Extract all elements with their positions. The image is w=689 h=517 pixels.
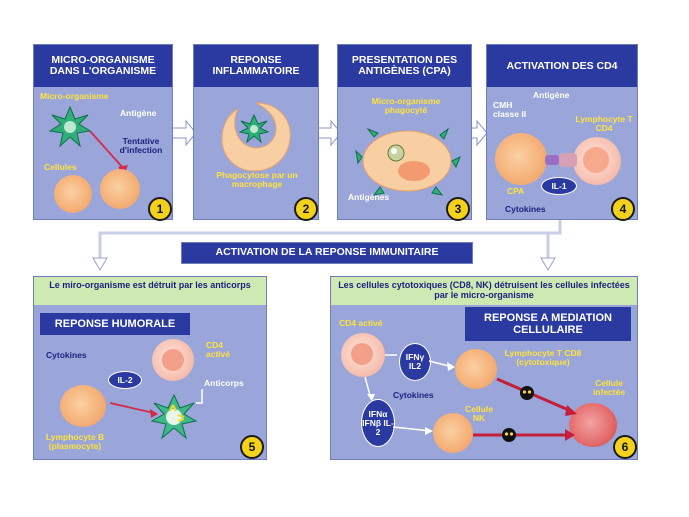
cd4-activated-label: CD4 activé: [339, 318, 383, 328]
panel-title: REPONSE A MEDIATION CELLULAIRE: [465, 307, 631, 341]
cytokines-label: Cytokines: [46, 350, 87, 360]
antibody-attack-icon: [109, 389, 203, 440]
lymphocyte-b-label: Lymphocyte B (plasmocyte): [45, 432, 105, 451]
antibodies-label: Anticorps: [204, 378, 244, 388]
cytokines-label: Cytokines: [505, 204, 546, 214]
immune-response-banner: ACTIVATION DE LA REPONSE IMMUNITAIRE: [181, 242, 473, 264]
panel-title: ACTIVATION DES CD4: [487, 45, 637, 87]
arrow-to-panel6: [540, 257, 556, 271]
cell-nucleus: [351, 343, 373, 365]
microorganism-label: Micro-organisme: [40, 91, 109, 101]
panel-intro-band: Le miro-organisme est détruit par les an…: [34, 277, 266, 305]
panel-intro-band: Les cellules cytotoxiques (CD8, NK) détr…: [331, 277, 637, 305]
step-number-badge: 2: [294, 197, 318, 221]
phagocytosis-caption: Phagocytose par un macrophage: [216, 170, 298, 189]
panel-title: MICRO-ORGANISME DANS L'ORGANISME: [34, 45, 172, 87]
ifn-il2-badge: IFNγ IL2: [399, 343, 431, 381]
lymphocyte-cd8-label: Lymphocyte T CD8 (cytotoxique): [504, 348, 582, 367]
panel-title: PRESENTATION DES ANTIGÈNES (CPA): [338, 45, 471, 87]
panel-title: REPONSE INFLAMMATOIRE: [194, 45, 318, 87]
cpa-label: CPA: [507, 186, 525, 196]
step-number-badge: 5: [240, 435, 264, 459]
il2-badge: IL-2: [108, 371, 142, 389]
panel-inflammatory-response: REPONSE INFLAMMATOIRE Phagocytose par un…: [193, 44, 319, 221]
cell-nucleus: [162, 349, 184, 371]
cells-label: Cellules: [44, 162, 77, 172]
antigens-label: Antigènes: [348, 192, 390, 202]
cd4-activated-label: CD4 activé: [206, 340, 231, 359]
host-cell: [100, 169, 140, 209]
step-number-badge: 3: [446, 197, 470, 221]
panel-humoral-response: Le miro-organisme est détruit par les an…: [33, 276, 267, 460]
cytotoxic-attack-icon: [364, 354, 577, 442]
panel-title: REPONSE HUMORALE: [40, 313, 190, 335]
arrow-to-panel5: [92, 257, 108, 271]
receptor-binding-icon: [545, 153, 577, 167]
cytokines-label: Cytokines: [393, 390, 434, 400]
ifn-group-badge: IFNα IFNβ IL-2: [361, 399, 395, 447]
antigen-label: Antigène: [120, 108, 157, 118]
antigen-label: Antigène: [533, 90, 570, 100]
lymphocyte-b-cell: [60, 385, 106, 427]
panel-cell-mediated-response: Les cellules cytotoxiques (CD8, NK) détr…: [330, 276, 638, 460]
step-number-badge: 6: [613, 435, 637, 459]
step-number-badge: 4: [611, 197, 635, 221]
step-number-badge: 1: [148, 197, 172, 221]
panel-cd4-activation: ACTIVATION DES CD4 Antigène CMH classe I…: [486, 44, 638, 221]
cmh-label: CMH classe II: [493, 100, 527, 119]
cpa-cell: [495, 133, 547, 185]
panel-microorganism: MICRO-ORGANISME DANS L'ORGANISME Micro-o…: [33, 44, 173, 221]
infected-cell: [569, 403, 617, 447]
nk-label: Cellule NK: [465, 404, 493, 423]
infected-cell-label: Cellule infectée: [592, 378, 626, 397]
infection-attempt-label: Tentative d'infection: [119, 136, 163, 155]
panel-antigen-presentation: PRESENTATION DES ANTIGÈNES (CPA) Micro-o…: [337, 44, 472, 221]
host-cell: [54, 175, 92, 213]
il1-badge: IL-1: [541, 177, 577, 195]
lymphocyte-cd4-label: Lymphocyte T CD4: [575, 114, 633, 133]
cpa-cell-icon: [355, 127, 461, 196]
phagocytosed-microorganism-label: Micro-organisme phagocyté: [371, 96, 441, 115]
nk-cell: [433, 413, 473, 453]
lymphocyte-nucleus: [583, 147, 609, 173]
lymphocyte-t-cd8: [455, 349, 497, 389]
virus-icon: [48, 105, 92, 148]
macrophage-icon: [221, 102, 291, 172]
